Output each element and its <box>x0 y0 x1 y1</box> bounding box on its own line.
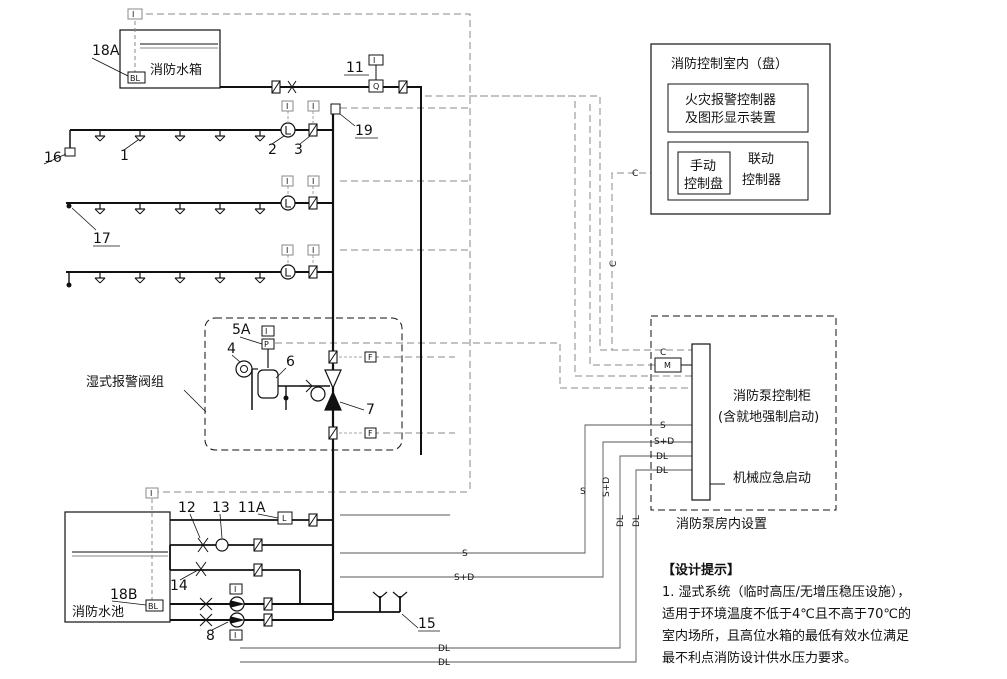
level-indicator <box>127 71 146 84</box>
design-note-title: 【设计提示】 <box>662 563 741 578</box>
svg-text:BL: BL <box>148 602 158 611</box>
svg-text:F: F <box>368 429 373 438</box>
label-12: 12 <box>178 500 196 516</box>
high-tank-bl: BL <box>130 74 140 83</box>
fire-alarm-controller-line2: 及图形显示装置 <box>685 111 776 126</box>
design-note-line: 最不利点消防设计供水压力要求。 <box>662 651 858 666</box>
label-2: 2 <box>268 142 277 158</box>
wet-alarm-valve-group-box <box>204 317 403 451</box>
level-sensor-box <box>127 8 143 20</box>
svg-text:M: M <box>664 361 671 370</box>
high-water-tank <box>119 8 221 89</box>
signal-lines <box>135 13 692 493</box>
pump-adapter <box>333 591 408 613</box>
svg-text:L: L <box>282 514 287 523</box>
manual-panel-line2: 控制盘 <box>684 176 723 192</box>
svg-text:I: I <box>265 327 267 336</box>
label-18b: 18B <box>110 587 137 603</box>
fire-alarm-controller-line1: 火灾报警控制器 <box>685 92 776 108</box>
manual-panel-line1: 手动 <box>690 159 716 174</box>
label-11a: 11A <box>238 500 266 516</box>
svg-text:S+D: S+D <box>654 437 674 447</box>
label-14: 14 <box>170 578 188 594</box>
svg-text:DL: DL <box>656 466 668 476</box>
pump-cabinet-line1: 消防泵控制柜 <box>733 388 811 404</box>
pump-assembly <box>170 583 334 641</box>
label-11: 11 <box>346 60 364 76</box>
svg-text:F: F <box>368 353 373 362</box>
svg-text:S: S <box>660 421 666 431</box>
wet-alarm-valve-group <box>235 325 377 440</box>
label-3: 3 <box>294 142 303 158</box>
fire-control-room <box>650 43 831 215</box>
fire-pool <box>64 487 171 623</box>
power-signal-lines <box>240 424 692 663</box>
svg-text:S: S <box>580 487 586 497</box>
design-note: 【设计提示】 1. 湿式系统（临时高压/无增压稳压设施）， 适用于环境温度不低于… <box>662 560 1002 670</box>
label-8: 8 <box>206 628 215 644</box>
svg-text:C: C <box>632 169 638 179</box>
label-13: 13 <box>212 500 230 516</box>
design-note-line: 1. 湿式系统（临时高压/无增压稳压设施）， <box>662 585 911 600</box>
svg-text:DL: DL <box>438 658 450 668</box>
svg-text:DL: DL <box>656 452 668 462</box>
label-19: 19 <box>355 123 373 139</box>
mechanical-start: 机械应急启动 <box>733 470 811 486</box>
pool-name: 消防水池 <box>72 604 124 620</box>
pump-room-caption: 消防泵房内设置 <box>676 516 767 532</box>
high-tank-id: 18A <box>92 43 120 59</box>
svg-text:DL: DL <box>616 515 626 527</box>
test-pipe-assembly <box>169 511 333 604</box>
svg-text:P: P <box>264 340 269 349</box>
pump-cabinet-line2: (含就地强制启动) <box>718 409 819 425</box>
svg-text:C: C <box>660 348 666 358</box>
branch-pipe-1 <box>64 100 341 157</box>
svg-text:DL: DL <box>632 515 642 527</box>
linkage-controller-line2: 控制器 <box>742 173 781 188</box>
svg-text:S: S <box>462 549 468 559</box>
branch-pipe-3 <box>66 244 333 288</box>
label-4: 4 <box>227 341 236 357</box>
design-note-line: 室内场所，且高位水箱的最低有效水位满足 <box>662 629 910 644</box>
label-5a: 5A <box>232 322 251 338</box>
label-17: 17 <box>93 231 111 247</box>
label-16: 16 <box>44 150 62 166</box>
branch-pipe-2 <box>66 175 333 215</box>
label-1: 1 <box>120 148 129 164</box>
svg-text:Q: Q <box>373 82 379 91</box>
tank-outlet-pipe <box>220 86 422 455</box>
wet-valve-group-label: 湿式报警阀组 <box>86 374 164 390</box>
linkage-controller-line1: 联动 <box>748 152 774 167</box>
control-room-title: 消防控制室内（盘） <box>671 56 788 72</box>
design-note-line: 适用于环境温度不低于4℃且不高于70℃的 <box>662 607 912 622</box>
svg-text:S+D: S+D <box>454 573 474 583</box>
svg-text:S+D: S+D <box>602 477 612 497</box>
high-tank-name: 消防水箱 <box>150 62 202 78</box>
svg-text:DL: DL <box>438 644 450 654</box>
svg-text:C: C <box>609 261 619 267</box>
pump-room <box>650 315 837 511</box>
label-6: 6 <box>286 354 295 370</box>
label-7: 7 <box>366 402 375 418</box>
label-15: 15 <box>418 616 436 632</box>
